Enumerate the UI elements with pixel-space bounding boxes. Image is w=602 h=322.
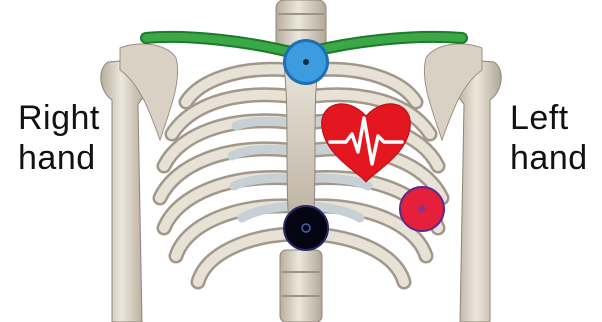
left-humerus <box>456 60 502 322</box>
right-hand-label: Right hand <box>18 98 100 178</box>
left-hand-label: Left hand <box>510 98 588 178</box>
ribs-right <box>160 69 292 282</box>
electrode-top-blue <box>283 39 329 85</box>
right-humerus <box>101 60 147 322</box>
ribs-left <box>310 69 442 282</box>
electrode-left-red <box>400 187 444 231</box>
left-hand-label-line2: hand <box>510 138 588 178</box>
lumbar-spine <box>280 250 322 322</box>
electrode-bottom-black <box>284 206 328 250</box>
left-hand-label-line1: Left <box>510 98 588 138</box>
right-hand-label-line2: hand <box>18 138 100 178</box>
right-hand-label-line1: Right <box>18 98 100 138</box>
